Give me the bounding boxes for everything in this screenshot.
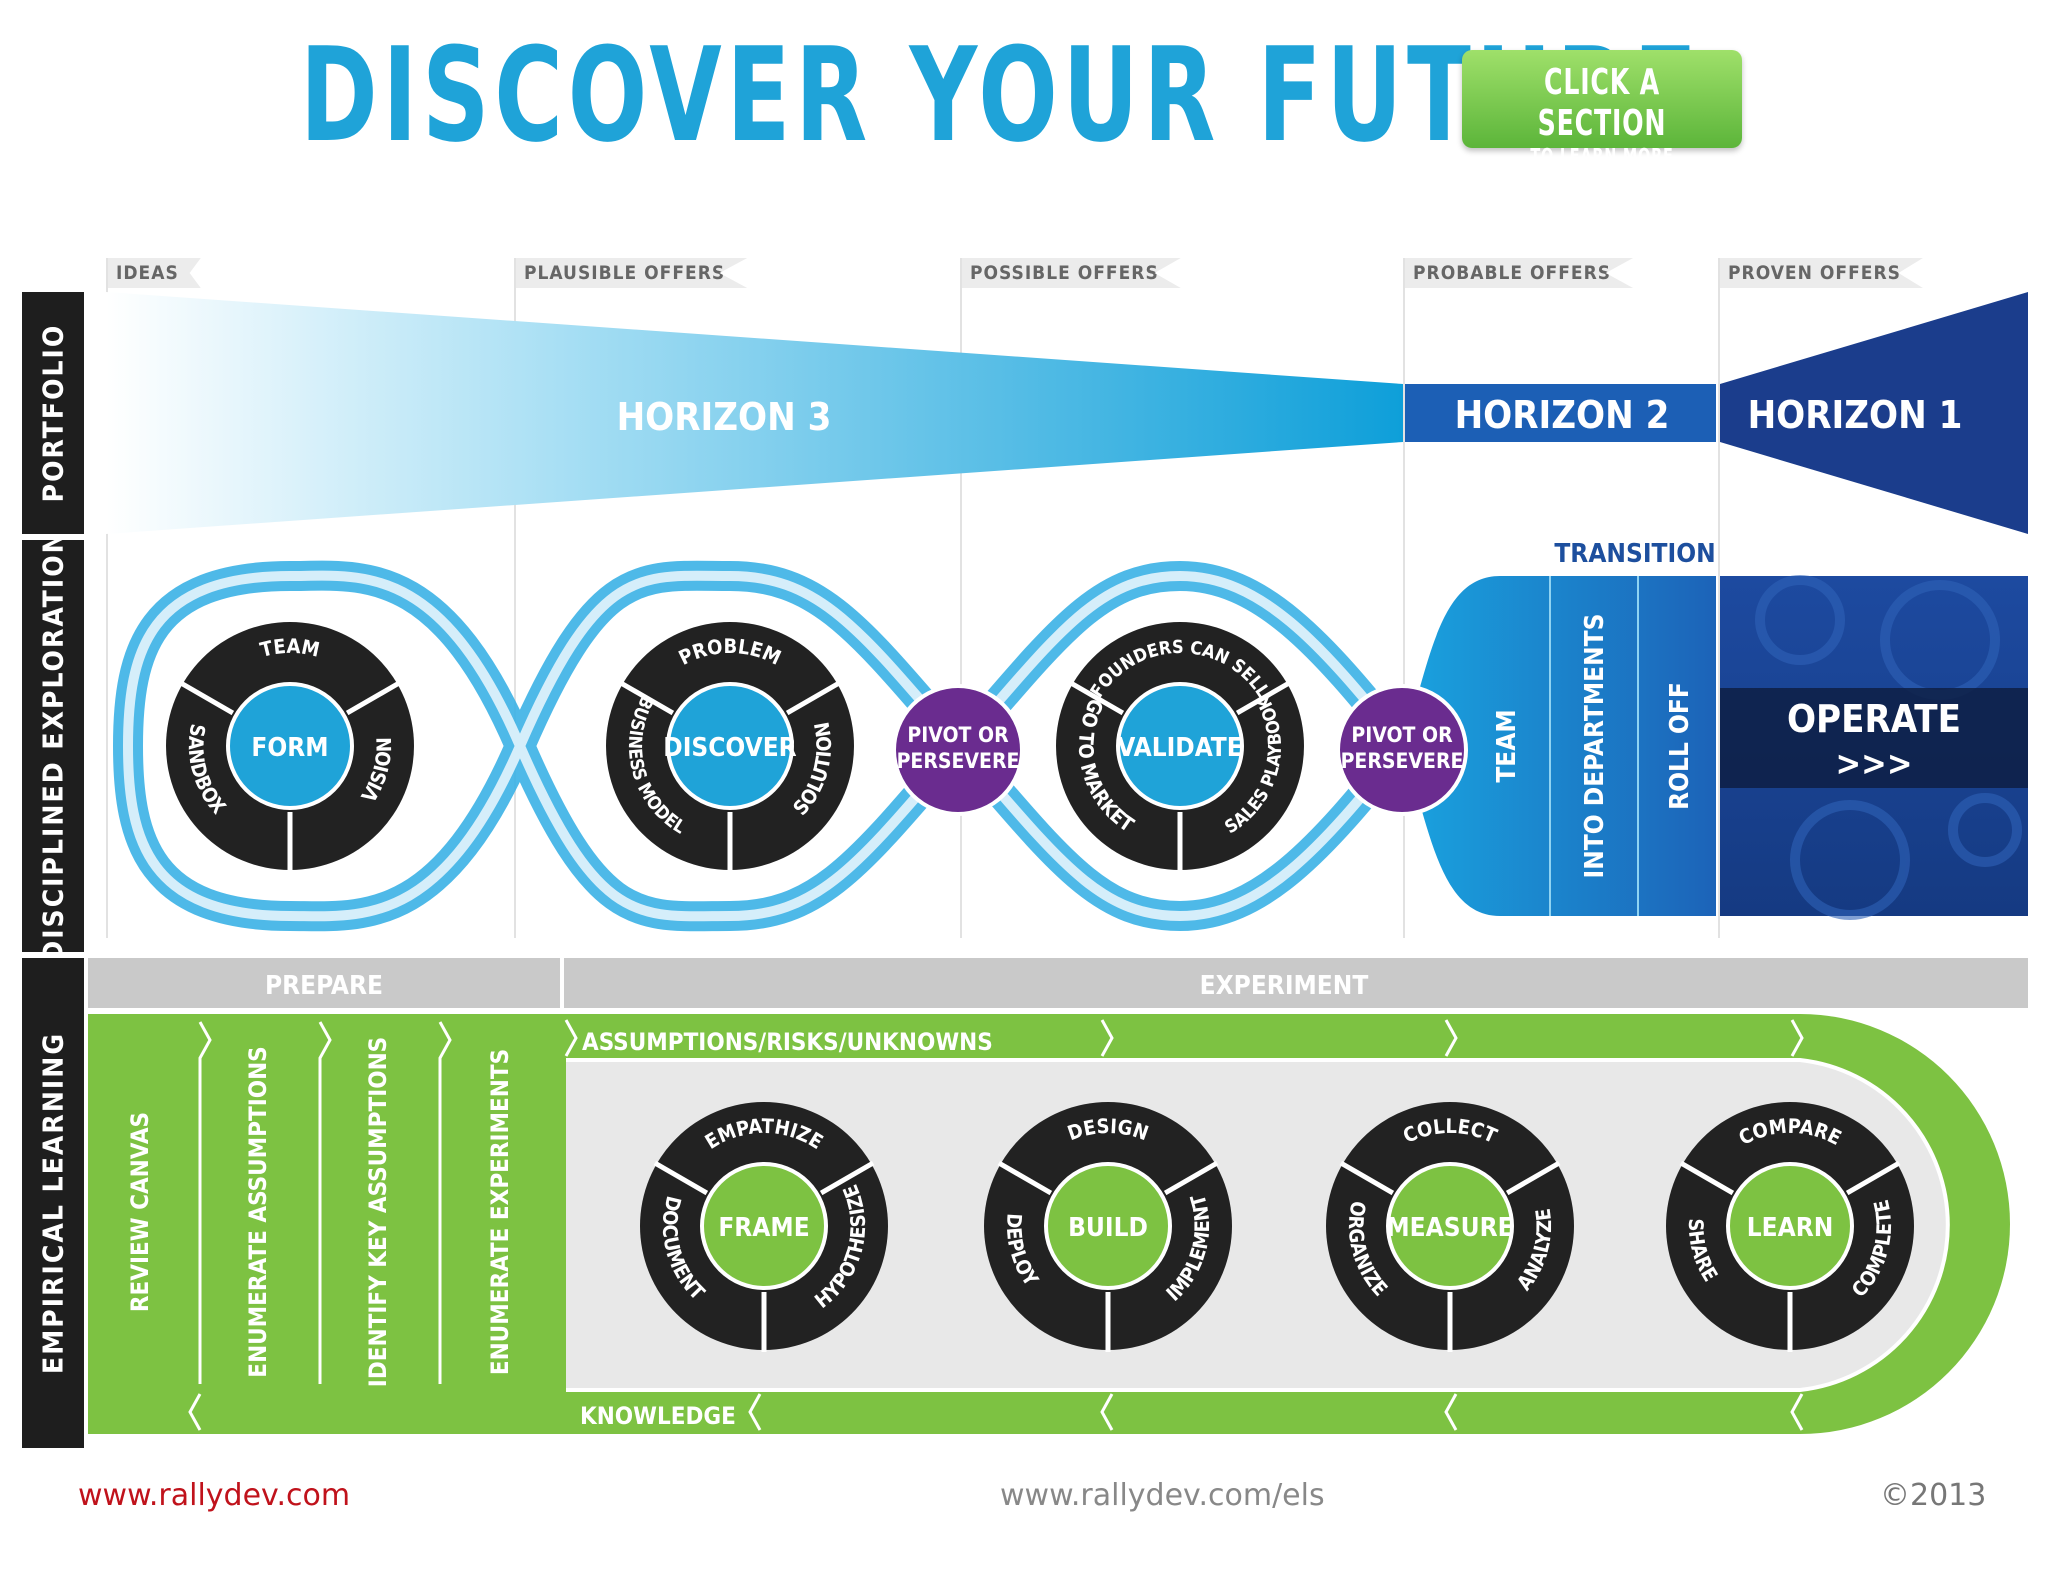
wheel-divider (1679, 1160, 1735, 1196)
wheel-divider (1163, 1160, 1219, 1196)
wheel-center-label: VALIDATE (1117, 733, 1243, 763)
wheel-divider (1845, 1160, 1901, 1196)
horizon-1-label: HORIZON 1 (1748, 393, 1963, 437)
experiment-area (566, 1060, 1948, 1390)
wheel-center-label: DISCOVER (663, 733, 796, 763)
horizon-1-band[interactable] (1720, 292, 2028, 534)
click-section-button[interactable]: CLICK A SECTION TO LEARN MORE (1462, 50, 1742, 168)
horizon-2-band[interactable] (1405, 384, 1716, 442)
transition-team[interactable]: TEAM (1492, 709, 1522, 782)
step-review-canvas[interactable]: REVIEW CANVAS (126, 1112, 154, 1312)
wheel-divider (997, 1160, 1053, 1196)
wheel-divider (785, 680, 841, 716)
prepare-step-dividers (198, 1021, 452, 1384)
wheel-divider (1069, 680, 1125, 716)
wheel-center (1044, 1162, 1172, 1290)
stage-flag-proven: PROVEN OFFERS (1720, 258, 1923, 288)
wheel-center-label: BUILD (1068, 1213, 1148, 1243)
wheel-center-label: FORM (251, 733, 328, 763)
wheel-divider (1505, 1160, 1561, 1196)
wheel-divider (345, 680, 401, 716)
step-enumerate-experiments[interactable]: ENUMERATE EXPERIMENTS (486, 1049, 514, 1375)
wheel-center (1386, 1162, 1514, 1290)
track-chevrons (188, 1019, 1804, 1431)
wheel-divider (819, 1160, 875, 1196)
wheel-center (700, 1162, 828, 1290)
wheel-center (1116, 682, 1244, 810)
transition-into-departments[interactable]: INTO DEPARTMENTS (1580, 614, 1610, 879)
cta-line1: CLICK A SECTION (1537, 62, 1667, 144)
transition-title: TRANSITION (1554, 539, 1715, 569)
transition-roll-off[interactable]: ROLL OFF (1665, 682, 1695, 810)
horizon-2-label: HORIZON 2 (1455, 393, 1670, 437)
pivot-circle-1[interactable]: PIVOT OR PERSEVERE (892, 684, 1024, 816)
pivot-2-line2: PERSEVERE (1341, 749, 1464, 773)
wheel-divider (619, 680, 675, 716)
knowledge-label: KNOWLEDGE (580, 1402, 736, 1430)
pivot-1-line2: PERSEVERE (897, 749, 1020, 773)
stage-line-probable (1403, 258, 1405, 938)
operate-band (1720, 688, 2028, 788)
wheel-center-label: MEASURE (1386, 1213, 1513, 1243)
experiment-area-border (566, 1058, 1950, 1392)
wheel-divider (179, 680, 235, 716)
assumptions-label: ASSUMPTIONS/RISKS/UNKNOWNS (582, 1028, 993, 1056)
wheel-divider (1339, 1160, 1395, 1196)
cta-line2: TO LEARN MORE (1530, 144, 1674, 168)
stage-line-ideas (106, 258, 108, 938)
row-label-learning[interactable]: EMPIRICAL LEARNING (22, 958, 84, 1448)
stage-flag-plausible: PLAUSIBLE OFFERS (516, 258, 748, 288)
stage-flag-ideas: IDEAS (108, 258, 201, 288)
experiment-label: EXPERIMENT (1200, 971, 1369, 1001)
stage-flag-possible: POSSIBLE OFFERS (962, 258, 1181, 288)
experiment-header[interactable] (564, 958, 2028, 1008)
prepare-header[interactable] (88, 958, 560, 1008)
prepare-label: PREPARE (265, 971, 383, 1001)
wheel-center (226, 682, 354, 810)
wheels: FORMTEAMVISIONSANDBOXDISCOVERPROBLEMSOLU… (166, 622, 1914, 1352)
step-identify-key-assumptions[interactable]: IDENTIFY KEY ASSUMPTIONS (364, 1037, 392, 1387)
operate-label: OPERATE (1787, 697, 1961, 741)
stage-line-possible (960, 258, 962, 938)
footer-center-link[interactable]: www.rallydev.com/els (1000, 1478, 1325, 1513)
operate-arrows: >>> (1836, 744, 1913, 784)
pivot-circle-2[interactable]: PIVOT OR PERSEVERE (1336, 684, 1468, 816)
row-label-portfolio[interactable]: PORTFOLIO (22, 292, 84, 534)
wheel-segment-label[interactable]: TEAM (258, 634, 322, 662)
pivot-2-line1: PIVOT OR (1351, 723, 1453, 747)
horizon-3-label: HORIZON 3 (617, 395, 832, 439)
stage-flag-probable: PROBABLE OFFERS (1405, 258, 1634, 288)
step-enumerate-assumptions[interactable]: ENUMERATE ASSUMPTIONS (244, 1046, 272, 1377)
stage-line-plausible (514, 258, 516, 938)
footer-copyright: ©2013 (1880, 1478, 1987, 1513)
wheel-divider (1235, 680, 1291, 716)
wheel-center-label: FRAME (718, 1213, 809, 1243)
stage-line-proven (1718, 258, 1720, 938)
footer-left-link[interactable]: www.rallydev.com (78, 1478, 351, 1513)
horizon-3-band[interactable] (106, 292, 1403, 534)
wheel-center (1726, 1162, 1854, 1290)
wheel-center (666, 682, 794, 810)
wheel-divider (653, 1160, 709, 1196)
pivot-1-line1: PIVOT OR (907, 723, 1009, 747)
row-label-exploration[interactable]: DISCIPLINED EXPLORATION (22, 530, 84, 962)
wheel-center-label: LEARN (1747, 1213, 1834, 1243)
